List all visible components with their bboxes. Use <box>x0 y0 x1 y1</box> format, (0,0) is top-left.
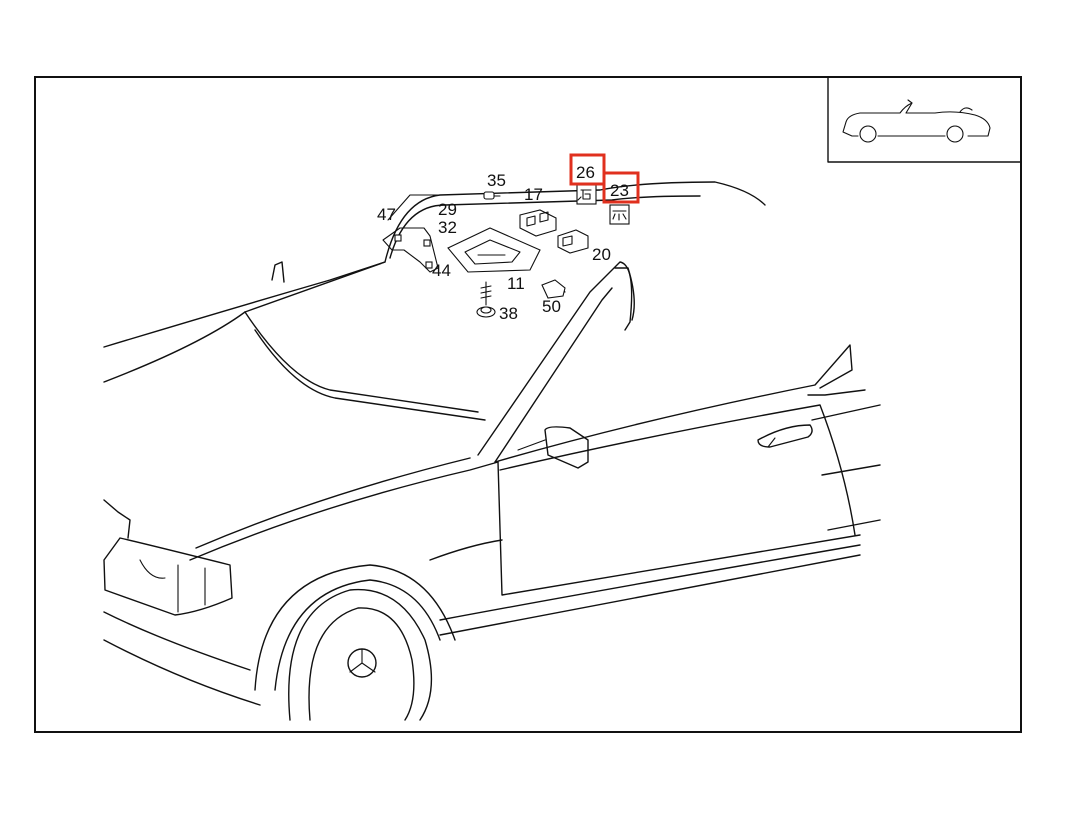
callout-23[interactable]: 23 <box>610 181 629 200</box>
windshield-frame <box>244 181 766 313</box>
door-handle <box>757 424 813 448</box>
wheel-arch <box>254 564 456 691</box>
overhead-console-icon <box>447 227 541 273</box>
switch-icon <box>557 229 589 254</box>
callout-38[interactable]: 38 <box>499 304 518 323</box>
interior-lamp-symbol-icon <box>609 204 630 225</box>
callout-17[interactable]: 17 <box>524 185 543 204</box>
callout-20[interactable]: 20 <box>592 245 611 264</box>
callout-11[interactable]: 11 <box>507 274 525 293</box>
thumbnail-inset <box>827 76 1022 163</box>
callout-32[interactable]: 32 <box>438 218 457 237</box>
callout-26[interactable]: 26 <box>576 163 595 182</box>
car-illustration <box>103 181 881 721</box>
callout-29[interactable]: 29 <box>438 200 457 219</box>
convertible-car-icon <box>842 99 991 143</box>
hood-edge <box>103 261 386 348</box>
diagram-frame <box>34 76 1022 733</box>
screw-icon <box>476 281 496 318</box>
highlight-box-23[interactable] <box>602 171 640 204</box>
callout-44[interactable]: 44 <box>432 261 451 280</box>
bulb-icon <box>483 191 501 200</box>
clip-icon <box>541 279 566 299</box>
callout-35[interactable]: 35 <box>487 171 506 190</box>
reading-lamp-symbol-icon <box>576 184 597 205</box>
callout-50[interactable]: 50 <box>542 297 561 316</box>
switch-icon <box>519 209 557 237</box>
headlight <box>103 537 233 616</box>
wiring-harness-icon <box>382 227 439 273</box>
highlight-box-26[interactable] <box>569 153 606 186</box>
callout-47[interactable]: 47 <box>377 205 396 224</box>
side-mirror <box>544 426 589 469</box>
parts-cluster <box>382 184 630 318</box>
door-outline <box>494 344 853 463</box>
front-wheel <box>288 588 433 721</box>
